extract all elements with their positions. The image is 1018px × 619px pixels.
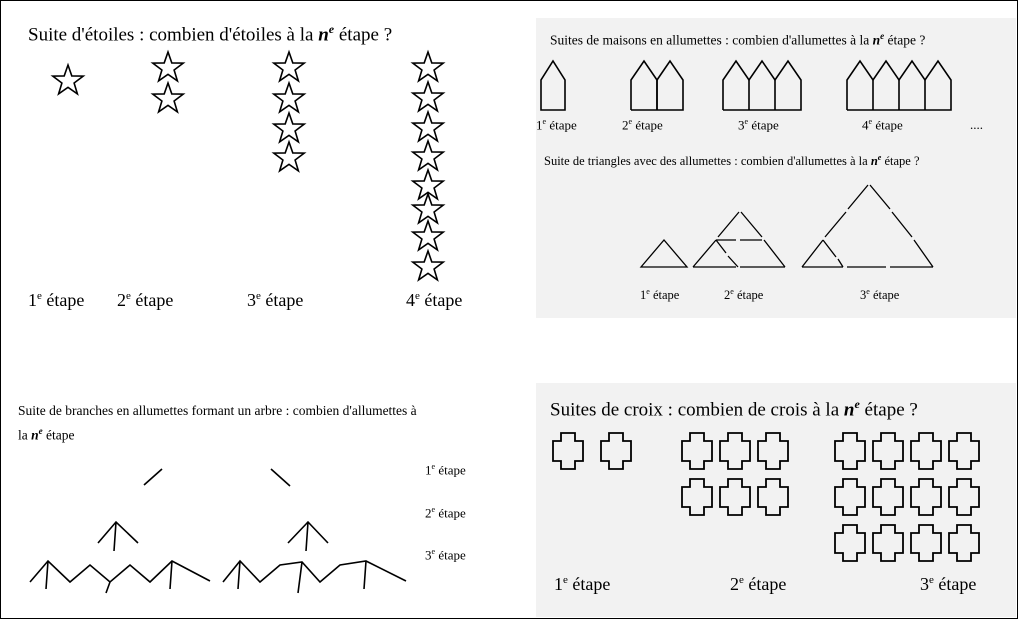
crosses-panel	[536, 383, 1016, 617]
star-icon	[411, 140, 445, 171]
houses-label-2: 2e étape	[622, 117, 663, 133]
cross-icon	[719, 478, 751, 516]
cross-icon	[757, 478, 789, 516]
star-icon	[411, 111, 445, 142]
houses-triangles-panel	[536, 18, 1016, 318]
triangles-figure	[639, 184, 934, 268]
star-icon	[411, 193, 445, 224]
cross-icon	[910, 478, 942, 516]
triangles-label-2: 2e étape	[724, 287, 764, 303]
houses-title: Suites de maisons en allumettes : combie…	[550, 31, 926, 48]
cross-icon	[948, 478, 980, 516]
stars-title: Suite d'étoiles : combien d'étoiles à la…	[28, 22, 393, 46]
branches-label-2: 2e étape	[425, 505, 466, 521]
cross-icon	[600, 432, 632, 470]
branches-title-line2: la ne étape	[18, 426, 75, 443]
cross-icon	[834, 524, 866, 562]
crosses-label-1: 1e étape	[554, 574, 611, 594]
branches-title-line1: Suite de branches en allumettes formant …	[18, 403, 417, 418]
cross-icon	[948, 432, 980, 470]
triangles-title: Suite de triangles avec des allumettes :…	[544, 153, 920, 169]
houses-label-1: 1e étape	[536, 117, 577, 133]
crosses-figure	[552, 432, 980, 562]
cross-icon	[681, 478, 713, 516]
cross-icon	[872, 524, 904, 562]
crosses-label-3: 3e étape	[920, 574, 977, 594]
cross-icon	[910, 524, 942, 562]
stars-label-4: 4e étape	[406, 290, 463, 310]
cross-icon	[948, 524, 980, 562]
star-icon	[51, 64, 84, 95]
cross-icon	[552, 432, 584, 470]
cross-icon	[757, 432, 789, 470]
houses-figure	[540, 59, 952, 111]
houses-label-3: 3e étape	[738, 117, 779, 133]
stars-label-2: 2e étape	[117, 290, 174, 310]
star-icon	[411, 81, 445, 112]
branches-label-1: 1e étape	[425, 462, 466, 478]
stars-label-3: 3e étape	[247, 290, 304, 310]
stars-figure	[51, 51, 445, 281]
cross-icon	[872, 432, 904, 470]
cross-icon	[719, 432, 751, 470]
triangles-label-1: 1e étape	[640, 287, 680, 303]
star-icon	[411, 250, 445, 281]
triangles-label-3: 3e étape	[860, 287, 900, 303]
star-icon	[411, 51, 445, 82]
branches-label-3: 3e étape	[425, 547, 466, 563]
stars-label-1: 1e étape	[28, 290, 85, 310]
branches-title: Suite de branches en allumettes formant …	[18, 400, 518, 446]
star-icon	[411, 220, 445, 251]
branches-figure	[29, 468, 407, 594]
houses-ellipsis: ....	[970, 117, 983, 132]
cross-icon	[910, 432, 942, 470]
star-icon	[272, 82, 306, 113]
cross-icon	[681, 432, 713, 470]
cross-icon	[834, 478, 866, 516]
houses-label-4: 4e étape	[862, 117, 903, 133]
cross-icon	[872, 478, 904, 516]
crosses-title: Suites de croix : combien de crois à la …	[550, 397, 918, 421]
star-icon	[152, 82, 184, 113]
star-icon	[272, 51, 306, 82]
star-icon	[272, 141, 306, 172]
star-icon	[272, 112, 306, 143]
crosses-label-2: 2e étape	[730, 574, 787, 594]
star-icon	[152, 51, 184, 82]
cross-icon	[834, 432, 866, 470]
